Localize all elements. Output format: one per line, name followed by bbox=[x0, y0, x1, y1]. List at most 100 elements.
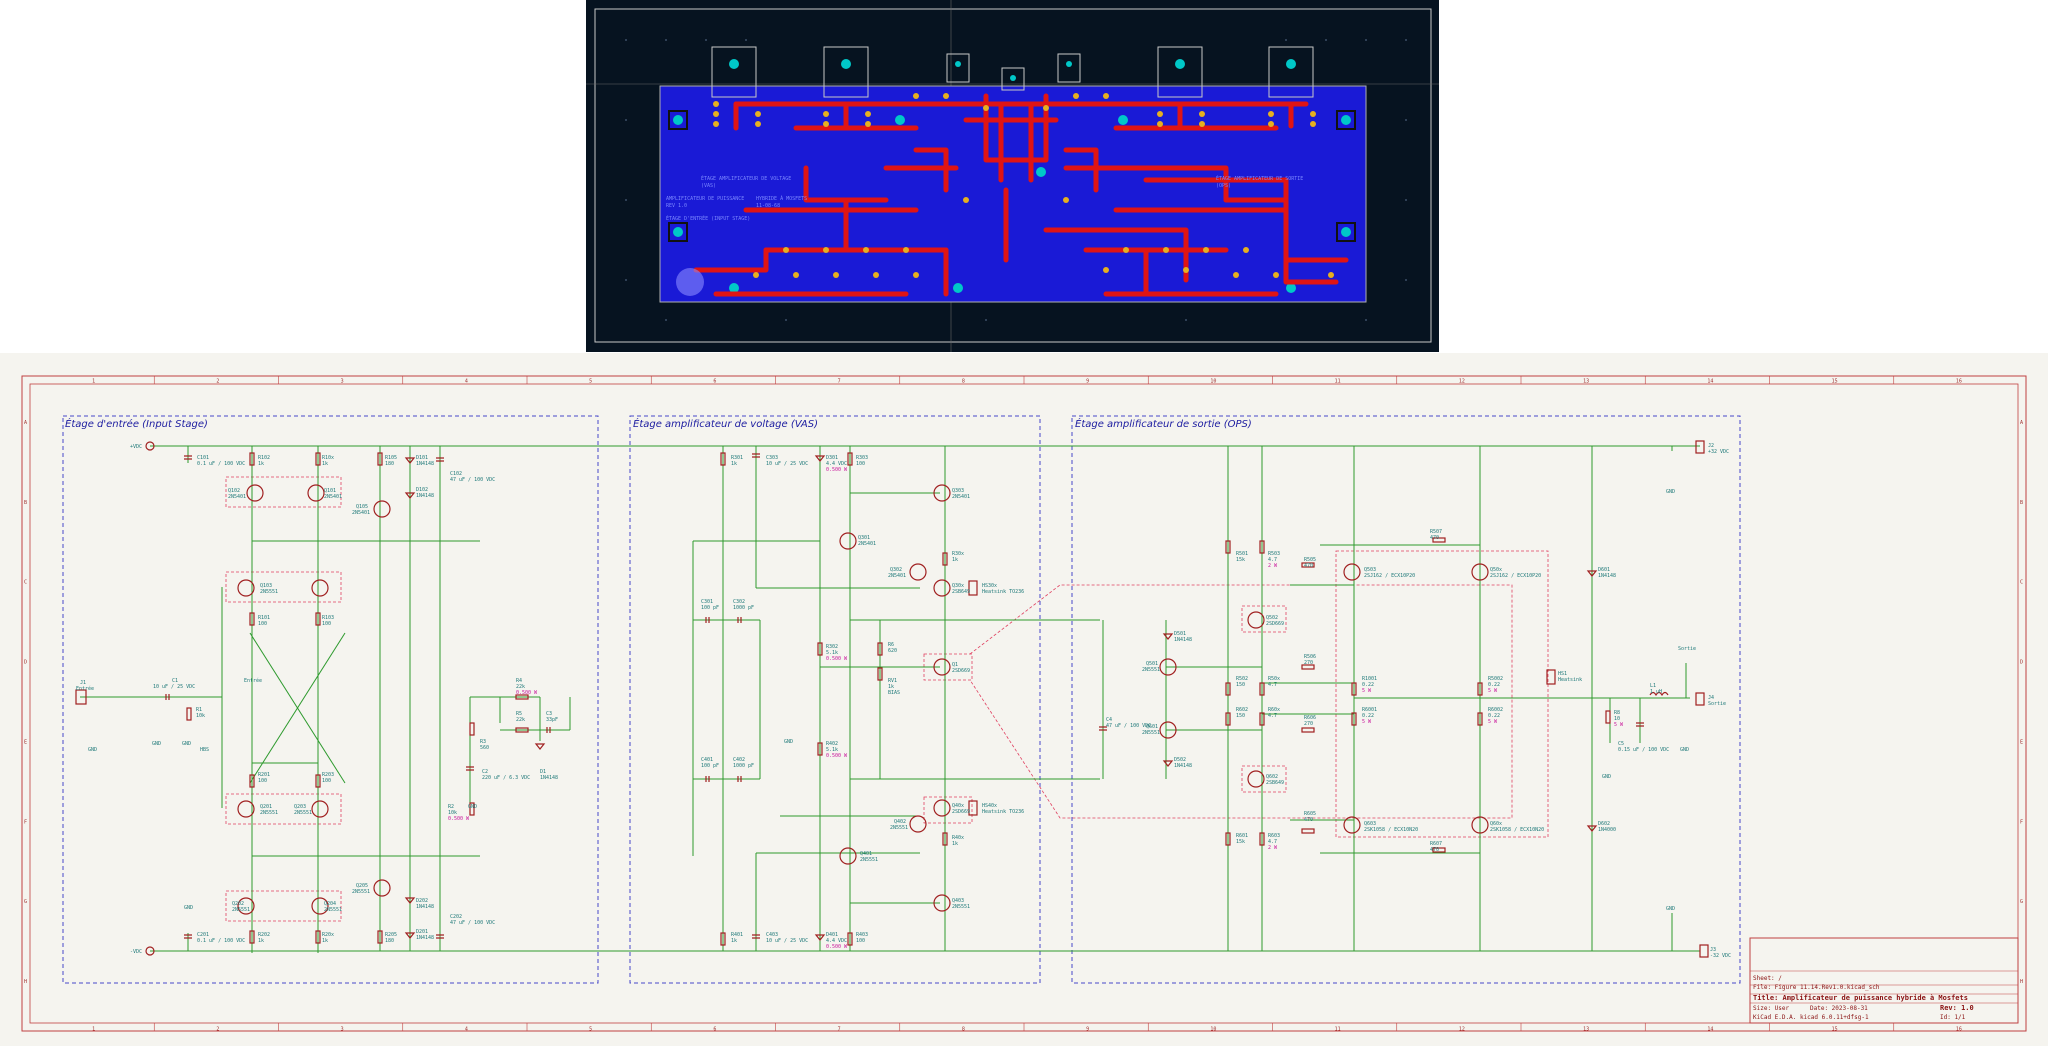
svg-text:560: 560 bbox=[480, 745, 489, 751]
svg-text:0.22: 0.22 bbox=[1362, 713, 1374, 719]
svg-text:D202: D202 bbox=[416, 898, 428, 904]
svg-text:Sortie: Sortie bbox=[1678, 646, 1696, 652]
svg-text:2N5551: 2N5551 bbox=[1142, 730, 1160, 736]
svg-text:47 uF / 100 VDC: 47 uF / 100 VDC bbox=[1106, 723, 1151, 729]
grid-col-label: 8 bbox=[962, 1027, 965, 1033]
pcb-mounting-holes bbox=[673, 59, 1351, 293]
grid-col-label: 15 bbox=[1832, 1027, 1838, 1033]
svg-text:GND: GND bbox=[1602, 774, 1611, 780]
svg-text:5 W: 5 W bbox=[1614, 722, 1624, 728]
grid-row-label: D bbox=[24, 660, 27, 666]
svg-text:D1: D1 bbox=[540, 769, 546, 775]
grid-row-label: B bbox=[24, 500, 27, 506]
svg-text:2N5551: 2N5551 bbox=[324, 907, 342, 913]
grid-col-label: 14 bbox=[1707, 379, 1713, 385]
svg-text:GND: GND bbox=[1666, 489, 1675, 495]
svg-text:GND: GND bbox=[468, 804, 477, 810]
ops-wires bbox=[1102, 446, 1690, 951]
silk-rev: REV 1.0 bbox=[666, 203, 687, 209]
svg-text:C101: C101 bbox=[197, 455, 209, 461]
svg-text:1k: 1k bbox=[731, 938, 737, 944]
silk-input: ÉTAGE D'ENTRÉE (INPUT STAGE) bbox=[666, 214, 750, 222]
svg-text:1k: 1k bbox=[952, 841, 958, 847]
block-ops-title: Étage amplificateur de sortie (OPS) bbox=[1075, 417, 1252, 430]
svg-text:D301: D301 bbox=[826, 455, 838, 461]
svg-text:Q201: Q201 bbox=[260, 804, 272, 810]
svg-text:4.7: 4.7 bbox=[1268, 839, 1277, 845]
svg-text:1k: 1k bbox=[731, 461, 737, 467]
svg-text:2 W: 2 W bbox=[1268, 563, 1278, 569]
svg-text:0.500 W: 0.500 W bbox=[826, 944, 848, 950]
pcb-view[interactable]: ÉTAGE AMPLIFICATEUR DE VOLTAGE (VAS) ÉTA… bbox=[586, 0, 1439, 352]
svg-text:Q503: Q503 bbox=[1364, 567, 1376, 573]
grid-col-label: 2 bbox=[216, 379, 219, 385]
svg-text:GND: GND bbox=[1680, 747, 1689, 753]
svg-text:2N5551: 2N5551 bbox=[260, 810, 278, 816]
pcb-tracks bbox=[693, 93, 1349, 297]
svg-text:+32 VDC: +32 VDC bbox=[1708, 449, 1729, 455]
svg-text:2N5551: 2N5551 bbox=[860, 857, 878, 863]
svg-text:Q205: Q205 bbox=[356, 883, 368, 889]
svg-text:GND: GND bbox=[182, 741, 191, 747]
title-file: File: Figure 11.14.Rev1.0.kicad_sch bbox=[1753, 984, 1880, 991]
block-ops bbox=[1071, 415, 1741, 984]
svg-text:Q602: Q602 bbox=[1266, 774, 1278, 780]
svg-text:R501: R501 bbox=[1236, 551, 1248, 557]
svg-text:R8: R8 bbox=[1614, 710, 1620, 716]
svg-text:220 uF / 6.3 VDC: 220 uF / 6.3 VDC bbox=[482, 775, 530, 781]
svg-text:470: 470 bbox=[1430, 847, 1439, 853]
svg-text:R401: R401 bbox=[731, 932, 743, 938]
svg-text:2SJ162 / ECX10P20: 2SJ162 / ECX10P20 bbox=[1364, 573, 1415, 579]
vas-labels: R301 1k C303 10 uF / 25 VDC D301 4.4 VDC… bbox=[701, 455, 1024, 950]
schematic-canvas[interactable]: 1122334455667788991010111112121313141415… bbox=[0, 353, 2048, 1046]
svg-text:C301: C301 bbox=[701, 599, 713, 605]
svg-text:C402: C402 bbox=[733, 757, 745, 763]
svg-text:2N5551: 2N5551 bbox=[232, 907, 250, 913]
grid-column-marks: 1122334455667788991010111112121313141415… bbox=[92, 376, 1962, 1033]
grid-col-label: 10 bbox=[1210, 1027, 1216, 1033]
grid-row-label: F bbox=[2020, 819, 2023, 825]
schematic-background bbox=[0, 353, 2048, 1046]
svg-text:10k: 10k bbox=[196, 713, 205, 719]
svg-text:1k: 1k bbox=[258, 938, 264, 944]
svg-text:1N4148: 1N4148 bbox=[1174, 763, 1192, 769]
input-stage-symbols bbox=[75, 452, 551, 944]
svg-text:100: 100 bbox=[258, 621, 267, 627]
svg-text:C302: C302 bbox=[733, 599, 745, 605]
block-input-title: Étage d'entrée (Input Stage) bbox=[65, 417, 208, 430]
svg-text:2N5551: 2N5551 bbox=[294, 810, 312, 816]
svg-text:R6: R6 bbox=[888, 642, 894, 648]
svg-text:5.1k: 5.1k bbox=[826, 747, 838, 753]
svg-text:Q105: Q105 bbox=[356, 504, 368, 510]
svg-text:R60x: R60x bbox=[1268, 707, 1280, 713]
svg-text:R606: R606 bbox=[1304, 715, 1316, 721]
svg-text:0.22: 0.22 bbox=[1488, 713, 1500, 719]
svg-text:R40x: R40x bbox=[952, 835, 964, 841]
grid-col-label: 8 bbox=[962, 379, 965, 385]
grid-col-label: 5 bbox=[589, 1027, 592, 1033]
input-stage-wires bbox=[80, 446, 571, 953]
pcb-grid-dots bbox=[625, 39, 1407, 321]
thermal-zones bbox=[225, 476, 1549, 922]
svg-text:Q60x: Q60x bbox=[1490, 821, 1502, 827]
svg-text:1N4148: 1N4148 bbox=[416, 935, 434, 941]
pcb-canvas[interactable]: ÉTAGE AMPLIFICATEUR DE VOLTAGE (VAS) ÉTA… bbox=[586, 0, 1439, 352]
svg-text:C5: C5 bbox=[1618, 741, 1624, 747]
svg-text:R101: R101 bbox=[258, 615, 270, 621]
rail-neg-port[interactable] bbox=[145, 946, 155, 956]
title-size: Size: User bbox=[1753, 1005, 1790, 1012]
svg-text:C401: C401 bbox=[701, 757, 713, 763]
grid-row-label: E bbox=[24, 739, 27, 745]
svg-text:Sortie: Sortie bbox=[1708, 701, 1726, 707]
svg-text:2N5401: 2N5401 bbox=[888, 573, 906, 579]
rail-pos-label: +VDC bbox=[130, 444, 142, 450]
svg-text:22k: 22k bbox=[516, 717, 525, 723]
grid-col-label: 6 bbox=[713, 379, 716, 385]
svg-text:2N5401: 2N5401 bbox=[228, 494, 246, 500]
grid-col-label: 3 bbox=[341, 379, 344, 385]
svg-text:BIAS: BIAS bbox=[888, 690, 900, 696]
svg-text:J2: J2 bbox=[1708, 443, 1714, 449]
rail-pos-port[interactable] bbox=[145, 441, 155, 451]
